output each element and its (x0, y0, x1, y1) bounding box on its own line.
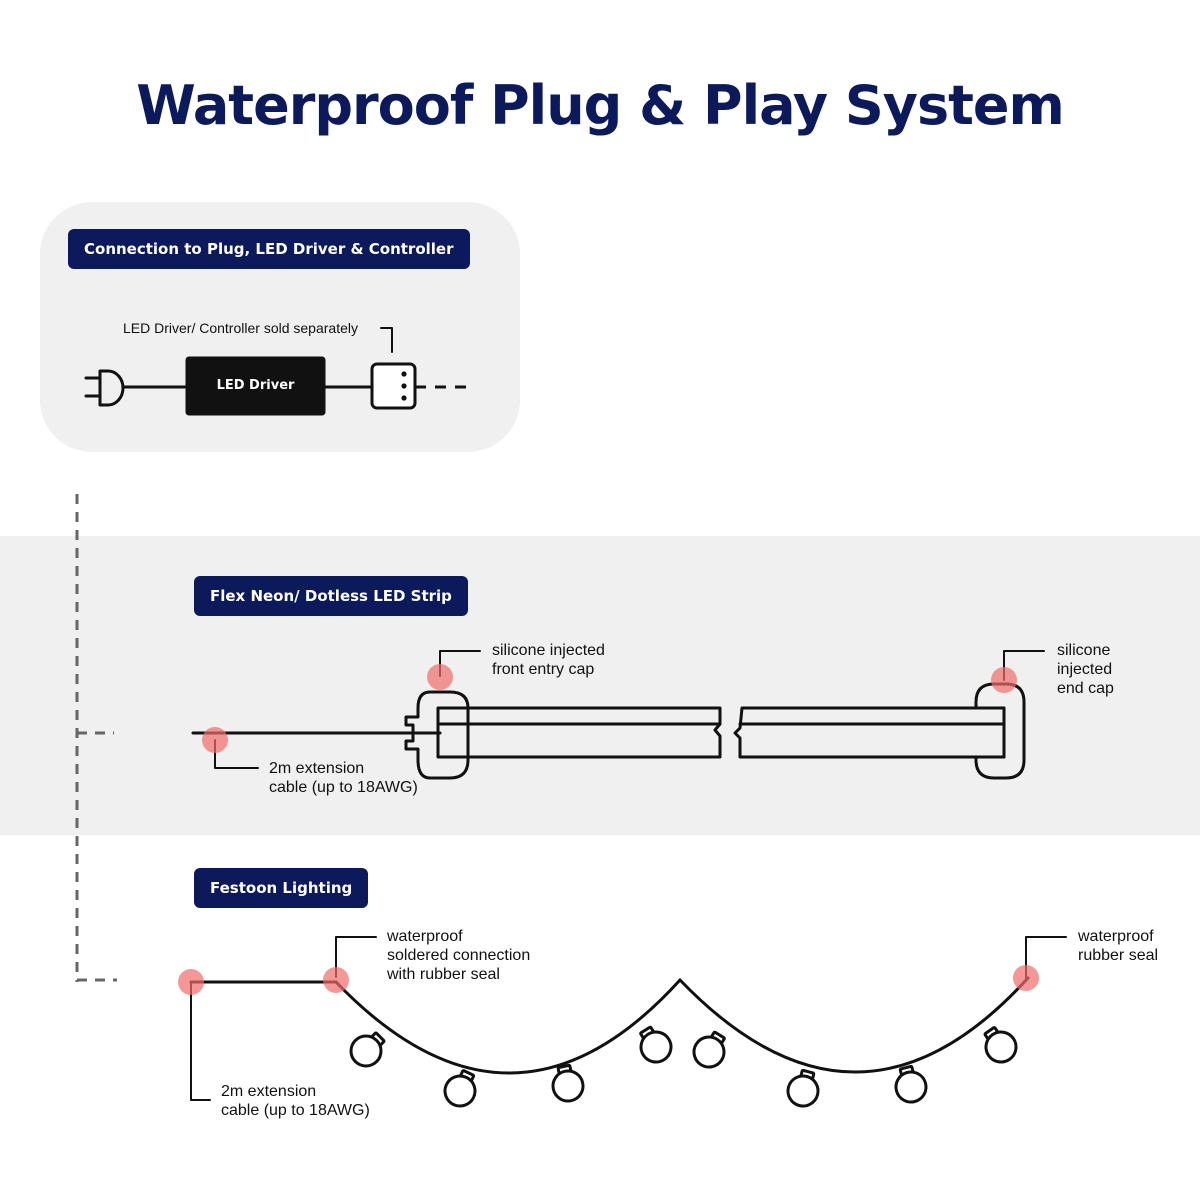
marker-dots (178, 664, 1039, 995)
neon-strip-left (436, 706, 722, 759)
connection-tag: Connection to Plug, LED Driver & Control… (68, 229, 470, 269)
plug-icon (84, 369, 125, 407)
end-cap-label: silicone injected end cap (1057, 642, 1114, 697)
festoon-end-marker (1013, 965, 1039, 991)
festoon-cable-left-arc (334, 978, 682, 1075)
controller-icon (370, 362, 417, 410)
end-cap (974, 682, 1026, 780)
front-cap-label: silicone injected front entry cap (492, 642, 605, 678)
festoon-cable-label: 2m extension cable (up to 18AWG) (221, 1083, 370, 1119)
neon-cable-marker (202, 727, 228, 753)
festoon-leaders (190, 936, 1067, 1101)
page-title: Waterproof Plug & Play System (136, 74, 1065, 137)
system-connector-line (75, 494, 117, 982)
led-driver-label: LED Driver (216, 378, 295, 393)
controller-note-leader (380, 327, 393, 353)
festoon-connection-marker (323, 967, 349, 993)
neon-cable-label: 2m extension cable (up to 18AWG) (269, 760, 418, 796)
festoon-connection-label: waterproof soldered connection with rubb… (387, 928, 531, 983)
festoon-cable-right-arc (678, 976, 1030, 1074)
festoon-bulbs (349, 1025, 1018, 1108)
festoon-cable-marker (178, 969, 204, 995)
festoon-end-label: waterproof rubber seal (1078, 928, 1159, 964)
flex-neon-tag: Flex Neon/ Dotless LED Strip (194, 576, 468, 616)
end-cap-marker (991, 667, 1017, 693)
festoon-tag: Festoon Lighting (194, 868, 369, 908)
front-cap-marker (427, 664, 453, 690)
neon-strip-right (733, 706, 1006, 759)
driver-controller-note: LED Driver/ Controller sold separately (123, 320, 358, 336)
